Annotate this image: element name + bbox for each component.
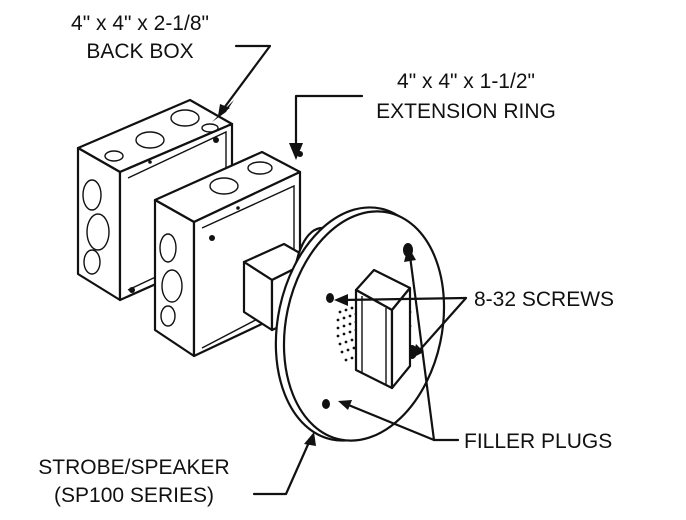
series-label: (SP100 SERIES) (54, 484, 214, 507)
leader-lines (212, 44, 468, 496)
back-box-dimension-label: 4" x 4" x 2-1/8" (71, 12, 209, 35)
filler-plugs-label: FILLER PLUGS (464, 430, 612, 453)
callout-labels: 4" x 4" x 2-1/8" BACK BOX 4" x 4" x 1-1/… (38, 12, 614, 507)
extension-ring-label: EXTENSION RING (376, 100, 556, 123)
strobe-speaker-label: STROBE/SPEAKER (38, 456, 229, 479)
screws-label: 8-32 SCREWS (474, 288, 614, 311)
back-box-label: BACK BOX (86, 40, 193, 63)
extension-ring-dimension-label: 4" x 4" x 1-1/2" (397, 70, 535, 93)
